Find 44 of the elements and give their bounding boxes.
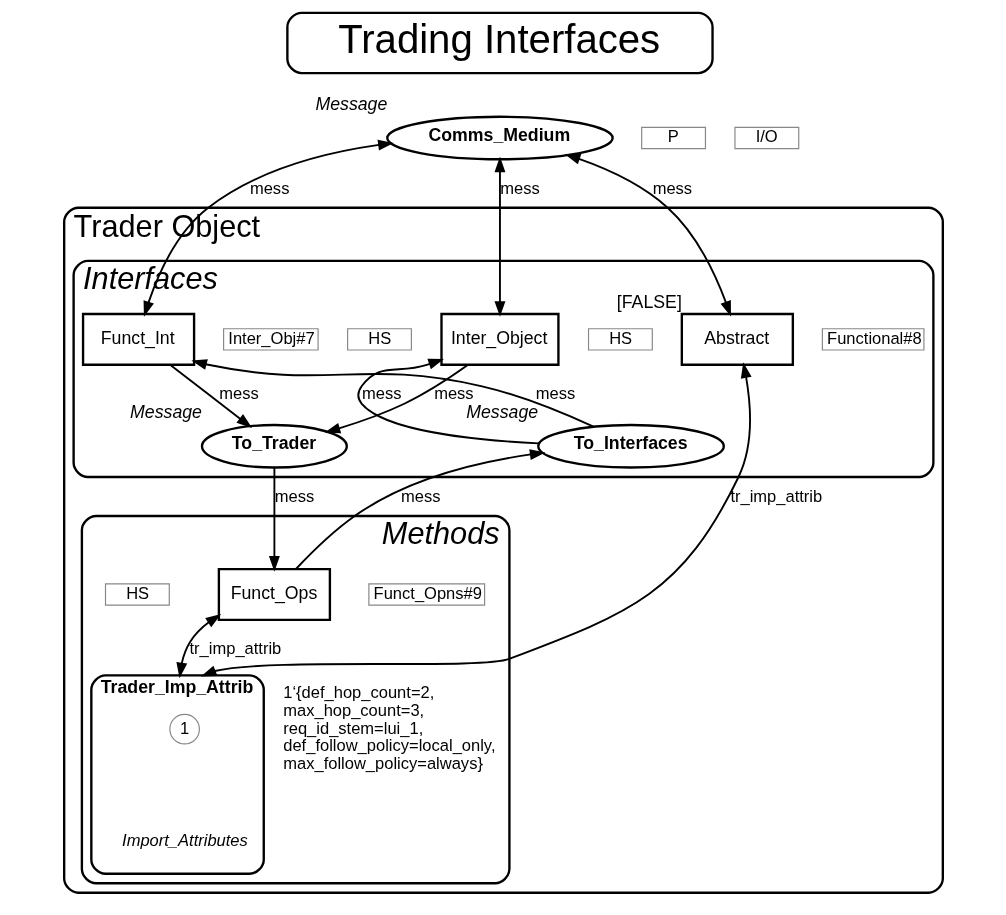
- node-box: Funct_Opns#9: [367, 583, 485, 606]
- edge-label: mess: [249, 178, 289, 198]
- arrow: [168, 363, 252, 428]
- node-box: HS: [346, 328, 412, 351]
- arrow: [190, 359, 594, 428]
- arrow: [268, 466, 280, 572]
- node-box: Trading Interfaces: [285, 11, 714, 75]
- node-box: HS: [587, 328, 653, 351]
- arrow: [494, 156, 505, 317]
- label: 1‘{def_hop_count=2, max_hop_count=3, req_id_stem=lui_1, def_follow_policy=local_only, max_follow_policy=always}: [282, 683, 495, 773]
- arrow: [356, 358, 540, 445]
- arrow: [143, 139, 394, 317]
- edge-label: mess: [499, 178, 540, 198]
- node-box: P: [640, 126, 706, 150]
- node-box: HS: [104, 583, 170, 606]
- node-ellipse: To_Interfaces: [536, 423, 725, 469]
- node-label: Message: [129, 401, 202, 422]
- arrow: [294, 449, 545, 570]
- edge-label: mess: [652, 178, 692, 198]
- edge-label: tr_imp_attrib: [729, 487, 822, 507]
- edge-label: mess: [535, 384, 575, 404]
- node-circle: 1: [168, 713, 200, 745]
- edge-label: mess: [361, 384, 402, 404]
- node-label: Import_Attributes: [121, 831, 248, 851]
- node-label: Message: [465, 401, 538, 422]
- edge-label: tr_imp_attrib: [189, 639, 281, 659]
- node-ellipse: Comms_Medium: [385, 115, 614, 161]
- edge-label: mess: [274, 487, 314, 507]
- arrow: [175, 613, 221, 679]
- node-box: Funct_Int: [81, 312, 195, 366]
- node-label: Message: [314, 93, 387, 114]
- node-box: Funct_Ops: [217, 567, 331, 622]
- arrow: [324, 363, 469, 434]
- node-box: Inter_Object: [439, 312, 560, 366]
- node-box: I/O: [733, 126, 799, 150]
- node-label: [FALSE]: [616, 292, 682, 313]
- edge-label: mess: [433, 384, 474, 404]
- arrow: [200, 362, 752, 677]
- node-box: Abstract: [680, 312, 794, 366]
- node-box: Functional#8: [821, 328, 924, 351]
- edge-label: mess: [400, 487, 441, 507]
- arrow: [564, 154, 731, 317]
- edge-label: mess: [218, 384, 259, 404]
- node-box: Inter_Obj#7: [222, 328, 319, 351]
